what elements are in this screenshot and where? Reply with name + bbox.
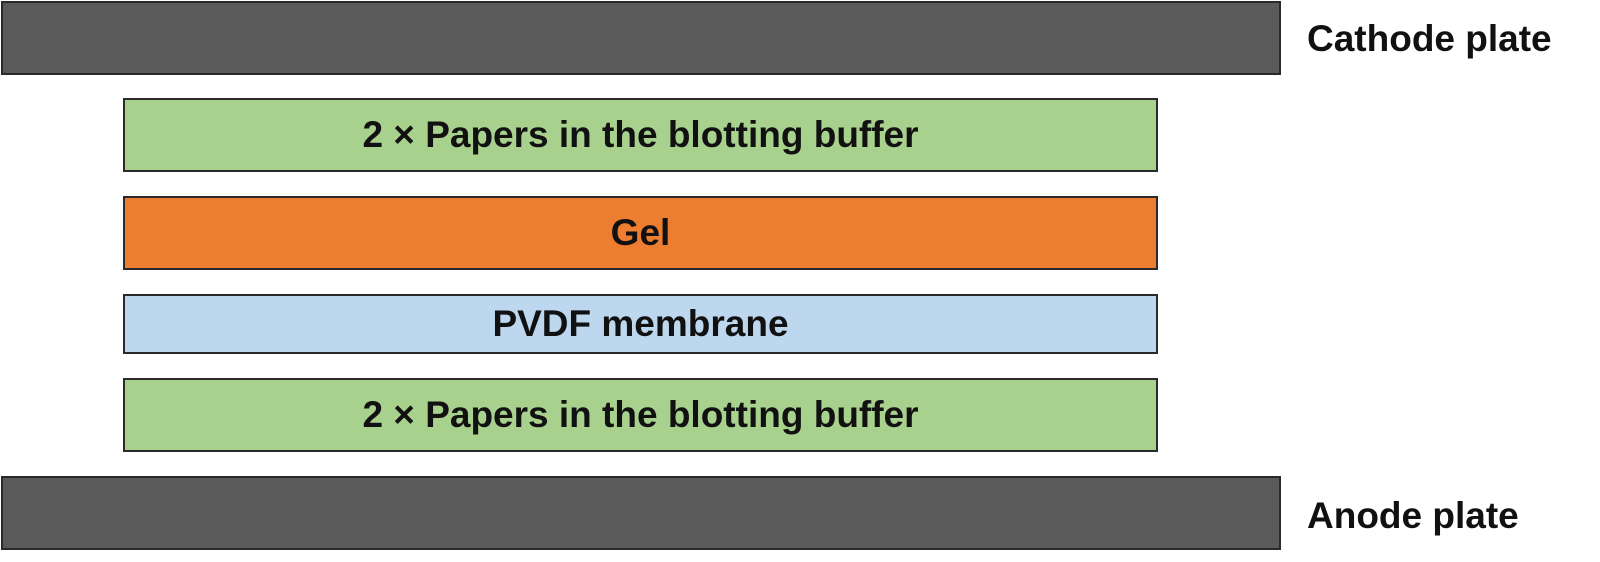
filter-paper-top: 2 × Papers in the blotting buffer (123, 98, 1158, 172)
gel-layer: Gel (123, 196, 1158, 270)
anode-plate (1, 476, 1281, 550)
pvdf-membrane-layer: PVDF membrane (123, 294, 1158, 354)
filter-paper-bottom: 2 × Papers in the blotting buffer (123, 378, 1158, 452)
cathode-plate-label: Cathode plate (1307, 18, 1552, 59)
cathode-plate (1, 1, 1281, 75)
anode-plate-label: Anode plate (1307, 495, 1519, 536)
